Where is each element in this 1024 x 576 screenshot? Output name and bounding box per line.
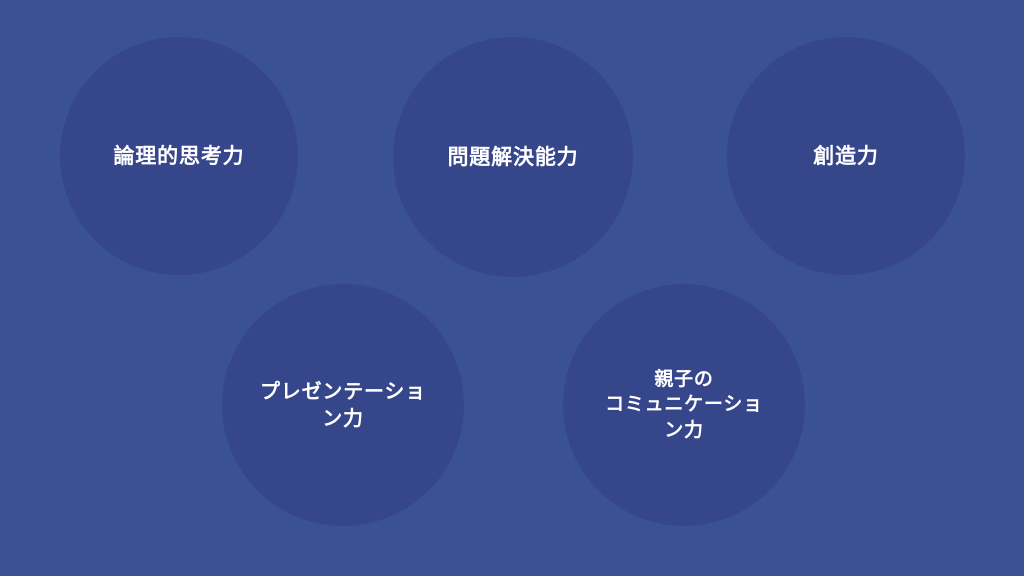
bubble-label-creativity: 創造力 xyxy=(813,143,879,168)
bubble-label-logical-thinking: 論理的思考力 xyxy=(113,143,245,168)
bubble-presentation[interactable]: プレゼンテーショ ン力 xyxy=(222,284,464,526)
bubble-label-problem-solving: 問題解決能力 xyxy=(447,144,579,169)
bubble-label-parent-child-communication: 親子の コミュニケーショ ン力 xyxy=(605,367,763,441)
bubble-parent-child-communication[interactable]: 親子の コミュニケーショ ン力 xyxy=(563,284,805,526)
bubble-logical-thinking[interactable]: 論理的思考力 xyxy=(60,37,298,275)
bubble-problem-solving[interactable]: 問題解決能力 xyxy=(393,37,633,277)
bubble-label-presentation: プレゼンテーショ ン力 xyxy=(260,379,426,430)
bubble-creativity[interactable]: 創造力 xyxy=(727,37,965,275)
